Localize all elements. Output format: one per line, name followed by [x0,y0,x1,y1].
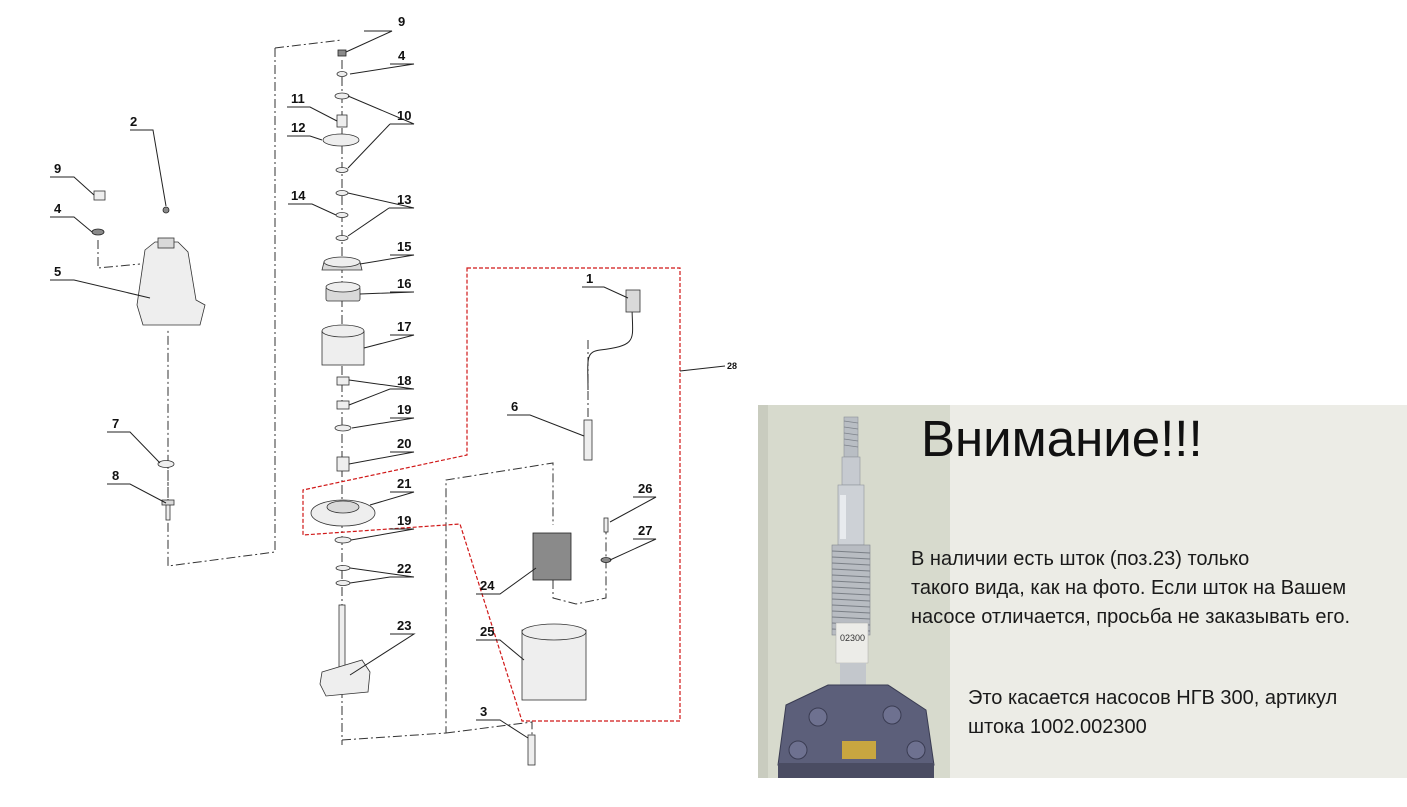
callout-2: 2 [130,114,137,129]
nut-part-9 [93,190,106,201]
callout-24: 24 [480,578,495,593]
leader-lines [50,30,726,739]
callout-16: 16 [397,276,411,291]
notice-panel: 02300 Внимание!!! В наличии есть шток (п… [758,405,1407,778]
notice-body: В наличии есть шток (поз.23) только тако… [911,545,1401,632]
notice-body-line: такого вида, как на фото. Если шток на В… [911,577,1347,599]
callout-3: 3 [480,704,487,719]
callout-20: 20 [397,436,411,451]
callout-4-left: 4 [54,201,62,216]
callout-11: 11 [291,91,305,106]
assembly-28-group [521,289,641,766]
callout-1: 1 [586,271,593,286]
photo-label-text: 02300 [840,633,865,643]
callout-22: 22 [397,561,411,576]
callout-13: 13 [397,192,411,207]
callout-8: 8 [112,468,119,483]
callout-7: 7 [112,416,119,431]
notice-note-line: штока 1002.002300 [968,716,1147,738]
callout-15: 15 [397,239,411,254]
shaft-part-23 [338,604,346,671]
callout-numbers: 9 4 10 11 12 13 14 15 16 17 18 19 20 21 … [54,14,737,719]
notice-body-line: насосе отличается, просьба не заказывать… [911,606,1351,628]
callout-23: 23 [397,618,411,633]
callout-21: 21 [397,476,411,491]
power-cable-part-1 [587,304,634,391]
shaft-yoke-part-23 [319,659,371,697]
callout-18: 18 [397,373,411,388]
bolt-part-3 [527,734,536,766]
callout-17: 17 [397,319,411,334]
callout-28: 28 [727,361,737,371]
washer-part-4 [91,228,105,236]
washer-part-27 [600,557,612,563]
plug-part-1 [625,289,641,313]
screw-part-2 [162,206,170,214]
winding-part-24 [532,532,572,581]
callout-14: 14 [291,188,306,203]
callout-9-top: 9 [398,14,405,29]
disc-part-12 [322,133,360,147]
washer-part-7 [157,460,175,468]
callout-27: 27 [638,523,652,538]
assembly-28-outline [302,267,681,722]
shaft-photo-image: 02300 [758,405,950,778]
bushing-part-20 [336,456,350,472]
callout-26: 26 [638,481,652,496]
callout-19-lower: 19 [397,513,411,528]
motor-housing-part-5 [136,241,206,326]
callout-10: 10 [397,108,411,123]
callout-6: 6 [511,399,518,414]
callout-19-upper: 19 [397,402,411,417]
screw-part-26 [603,517,609,533]
notice-body-line: В наличии есть шток (поз.23) только [911,548,1250,570]
housing-group [91,190,206,521]
notice-note: Это касается насосов НГВ 300, артикул шт… [968,684,1398,742]
callout-9-left: 9 [54,161,61,176]
stator-part-25 [521,629,587,701]
notice-title: Внимание!!! [921,410,1203,467]
bolt-part-8 [165,502,171,521]
callout-25: 25 [480,624,494,639]
callout-12: 12 [291,120,305,135]
notice-note-line: Это касается насосов НГВ 300, артикул [968,687,1338,709]
callout-5: 5 [54,264,61,279]
shaft-column-group [310,49,376,697]
shaft-photo: 02300 [758,405,950,778]
callout-4-top: 4 [398,48,406,63]
cable-sleeve-part-6 [583,419,593,461]
